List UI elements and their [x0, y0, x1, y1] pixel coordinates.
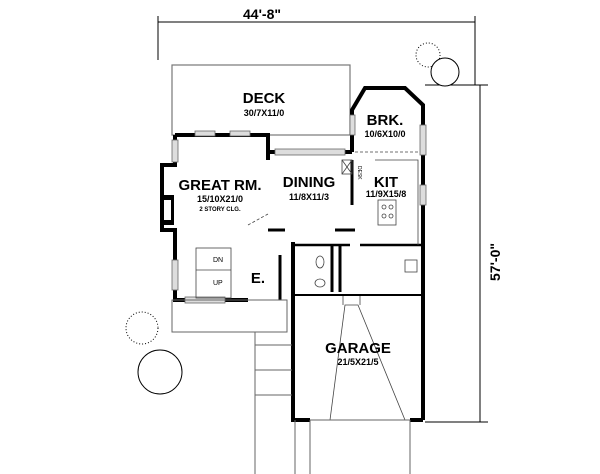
room-brk-size: 10/6X10/0 [364, 129, 405, 139]
room-entry-name: E. [251, 270, 265, 287]
width-dimension-label: 44'-8" [243, 6, 281, 22]
stairs-down-label: DN [213, 257, 223, 264]
room-garage-name: GARAGE [325, 340, 391, 357]
room-garage-size: 21/5X21/5 [337, 357, 378, 367]
room-great-rm-name: GREAT RM. [178, 177, 261, 194]
room-dining-name: DINING [283, 174, 336, 191]
depth-dimension [425, 84, 488, 423]
tree-icon [415, 42, 460, 87]
width-dimension [157, 16, 476, 85]
room-kit-size: 11/9X15/8 [366, 189, 407, 199]
desk-label: DESK [356, 166, 362, 180]
room-dining-size: 11/8X11/3 [289, 192, 329, 202]
room-kit-name: KIT [374, 174, 398, 191]
fireplace-opening [164, 200, 171, 220]
room-brk-name: BRK. [367, 112, 404, 129]
room-great-rm-note: 2 STORY CLG. [199, 207, 241, 213]
room-great-rm-size: 15/10X21/0 [197, 194, 243, 204]
stairs-up-label: UP [213, 280, 223, 287]
porch-walk [171, 299, 411, 474]
depth-dimension-label: 57'-0" [487, 243, 503, 281]
interior-details [195, 151, 420, 421]
room-deck-name: DECK [243, 90, 286, 107]
room-deck-size: 30/7X11/0 [244, 108, 285, 118]
tree-icon [125, 311, 183, 395]
